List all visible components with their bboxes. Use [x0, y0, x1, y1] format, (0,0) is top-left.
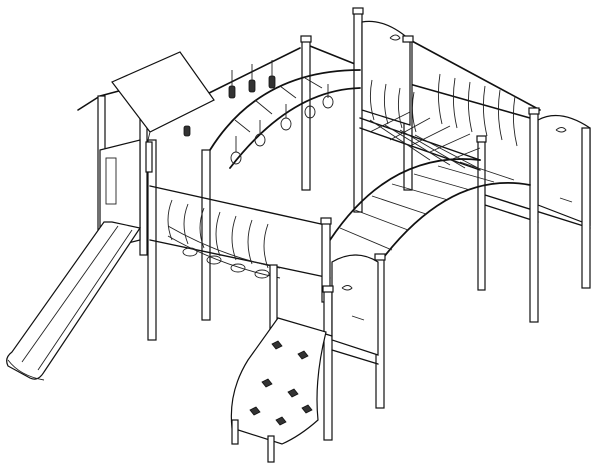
post-right-front	[529, 111, 539, 323]
roof	[111, 51, 215, 133]
post-right-mid	[477, 139, 486, 291]
post-caps	[300, 7, 540, 293]
climbing-wall	[230, 317, 327, 463]
monkey-bars-arch	[329, 158, 531, 263]
post-front-lower	[323, 289, 333, 441]
slide	[6, 221, 141, 381]
roof-tower	[99, 51, 331, 341]
corner-panel	[331, 254, 379, 356]
post-back-mid	[353, 11, 363, 213]
back-right-panel	[361, 20, 411, 126]
front-center	[269, 221, 385, 441]
right-tower	[477, 111, 591, 323]
post-tower-front-right	[201, 149, 211, 321]
hanging-rings	[209, 60, 361, 169]
horizontal-rope-net	[359, 73, 518, 171]
rope-bridge	[167, 199, 281, 279]
post-right-back	[581, 127, 591, 289]
